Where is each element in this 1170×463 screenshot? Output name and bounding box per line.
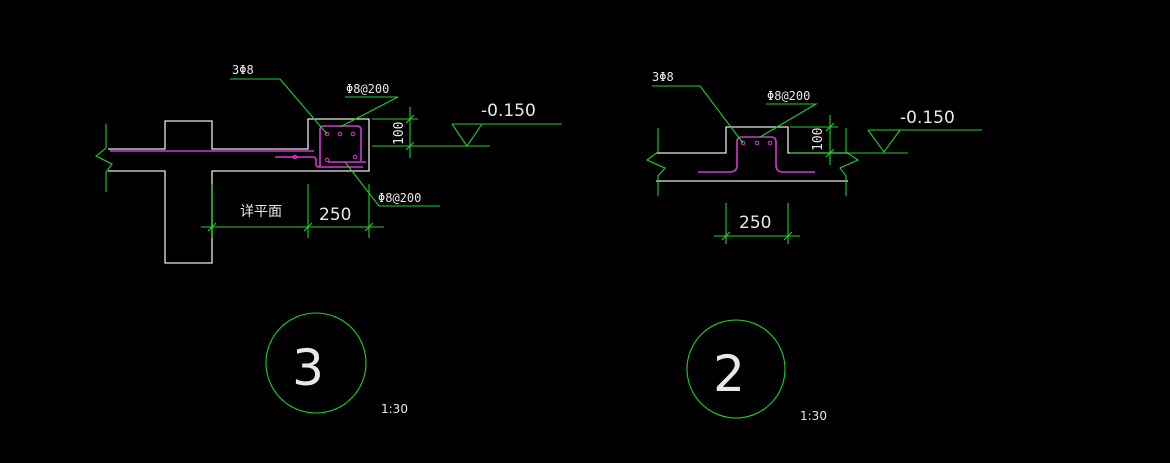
height-dimension [372, 107, 490, 158]
stirrup [698, 136, 815, 173]
height-dim-label: 100 [811, 128, 826, 151]
detail-3: 3Φ8 Φ8@200 100 -0.150 Φ8@200 详平面 250 3 1… [94, 63, 562, 416]
section-outline [108, 118, 370, 264]
elevation-marker [451, 123, 562, 147]
stirrup [319, 125, 362, 167]
height-dimension [790, 115, 908, 165]
height-dim-label: 100 [392, 122, 407, 145]
stirrup-label: Φ8@200 [767, 89, 810, 103]
leader-stirrup-top [339, 96, 399, 128]
leader-top-bars [652, 85, 744, 144]
rebar-dot [337, 131, 343, 137]
detail-number: 3 [292, 339, 324, 397]
leader-top-bars [230, 78, 328, 135]
top-bars-label: 3Φ8 [232, 63, 254, 77]
detail-number-circle [686, 319, 786, 419]
leader-stirrup-bottom [344, 161, 440, 207]
rebar-dot [767, 140, 773, 146]
width-dimension [714, 203, 800, 244]
rebar-dot [740, 140, 746, 146]
rebar-group [698, 136, 815, 173]
leader-stirrup [759, 103, 819, 138]
stirrup-top-label: Φ8@200 [346, 82, 389, 96]
rebar-dot [350, 131, 356, 137]
scale-label: 1:30 [800, 409, 827, 423]
rebar-dot [324, 131, 330, 137]
scale-label: 1:30 [381, 402, 408, 416]
rebar-dot [352, 154, 358, 160]
break-line-right [839, 128, 860, 196]
elevation-label: -0.150 [900, 108, 955, 128]
elevation-label: -0.150 [481, 101, 536, 121]
width-dimension [201, 184, 384, 238]
ref-note-label: 详平面 [240, 204, 282, 220]
rebar-group [110, 125, 366, 168]
rebar-dot [292, 154, 298, 160]
detail-2: 3Φ8 Φ8@200 100 -0.150 250 2 1:30 [645, 70, 982, 423]
rebar-dot [324, 157, 330, 163]
elevation-marker [867, 129, 982, 153]
rebar-dot [754, 140, 760, 146]
stirrup-bottom-label: Φ8@200 [378, 191, 421, 205]
top-bars-label: 3Φ8 [652, 70, 674, 84]
width-dim-label: 250 [739, 213, 771, 233]
u-bar [275, 156, 363, 168]
detail-number-circle [265, 312, 367, 414]
break-line [94, 124, 113, 192]
detail-number: 2 [713, 345, 745, 403]
break-line-left [645, 128, 666, 196]
width-dim-label: 250 [319, 205, 351, 225]
